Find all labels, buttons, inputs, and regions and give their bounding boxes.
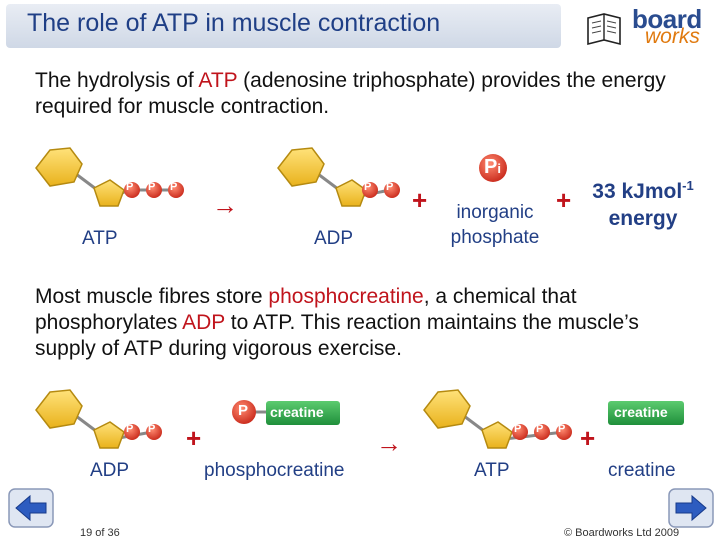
phosphate-circle <box>534 424 550 440</box>
phosphate-circle <box>232 400 256 424</box>
p-letter: P <box>386 181 394 193</box>
creatine-label: creatine <box>608 460 676 481</box>
logo-board-text: board <box>632 4 702 34</box>
arrow-right-icon <box>675 494 707 522</box>
p-letter: P <box>170 181 178 193</box>
adenine-hexagon <box>35 147 83 187</box>
p-letter: P <box>148 423 156 435</box>
creatine-box-text: creatine <box>614 404 668 420</box>
phosphate-circle <box>146 424 162 440</box>
title-bar <box>6 4 561 48</box>
adp-label-2: ADP <box>90 460 130 481</box>
previous-slide-button[interactable] <box>8 488 54 528</box>
pi-symbol: Pi <box>484 156 501 178</box>
phosphate-circle <box>512 424 528 440</box>
creatine-box-text: creatine <box>270 404 324 420</box>
phosphocreatine-label: phosphocreatine <box>204 460 345 481</box>
phosphate-circle <box>124 182 140 198</box>
adenine-hexagon <box>277 147 325 187</box>
p-letter: P <box>148 181 156 193</box>
logo-works-text: works <box>645 25 700 48</box>
phosphate-circle <box>384 182 400 198</box>
adp-label: ADP <box>314 228 354 249</box>
atp-molecule-2 <box>423 389 572 449</box>
adp-molecule <box>277 147 400 207</box>
plus-sign: + <box>556 185 572 215</box>
plus-sign: + <box>412 185 428 215</box>
slide-number: 19 of 36 <box>80 527 120 539</box>
phosphate-circle <box>362 182 378 198</box>
phosphate-circle <box>124 424 140 440</box>
p-letter: P <box>536 423 544 435</box>
p-letter: P <box>364 181 372 193</box>
adp-molecule-2 <box>35 389 162 449</box>
creatine-box <box>266 401 340 425</box>
inorganic-phosphate-circle <box>479 154 507 182</box>
plus-sign: + <box>580 423 596 453</box>
reaction-arrow: → <box>376 428 402 458</box>
boardworks-logo <box>587 13 621 46</box>
phosphate-circle <box>556 424 572 440</box>
energy-label: 33 kJmol-1 energy <box>592 178 694 230</box>
intro-paragraph: The hydrolysis of ATP (adenosine triphos… <box>35 69 666 118</box>
phosphocreatine-paragraph: Most muscle fibres store phosphocreatine… <box>35 285 639 360</box>
atp-label-2: ATP <box>474 460 510 481</box>
p-letter: P <box>126 181 134 193</box>
adenine-hexagon <box>35 389 83 429</box>
copyright: © Boardworks Ltd 2009 <box>564 527 680 539</box>
p-letter: P <box>126 423 134 435</box>
ribose-pentagon <box>481 421 513 449</box>
phosphocreatine-molecule <box>232 400 340 425</box>
page-title: The role of ATP in muscle contraction <box>27 9 441 37</box>
ribose-pentagon <box>335 179 367 207</box>
p-letter: P <box>514 423 522 435</box>
next-slide-button[interactable] <box>668 488 714 528</box>
ribose-pentagon <box>93 179 125 207</box>
book-icon <box>587 13 621 46</box>
phosphate-circle <box>146 182 162 198</box>
creatine-box-product <box>608 401 684 425</box>
adenine-hexagon <box>423 389 471 429</box>
phosphate-circle <box>168 182 184 198</box>
plus-sign: + <box>186 423 202 453</box>
atp-molecule <box>35 147 184 207</box>
ribose-pentagon <box>93 421 125 449</box>
reaction-arrow: → <box>212 190 238 220</box>
p-letter: P <box>558 423 566 435</box>
arrow-left-icon <box>15 494 47 522</box>
atp-label: ATP <box>82 228 118 249</box>
p-letter: P <box>238 402 249 419</box>
